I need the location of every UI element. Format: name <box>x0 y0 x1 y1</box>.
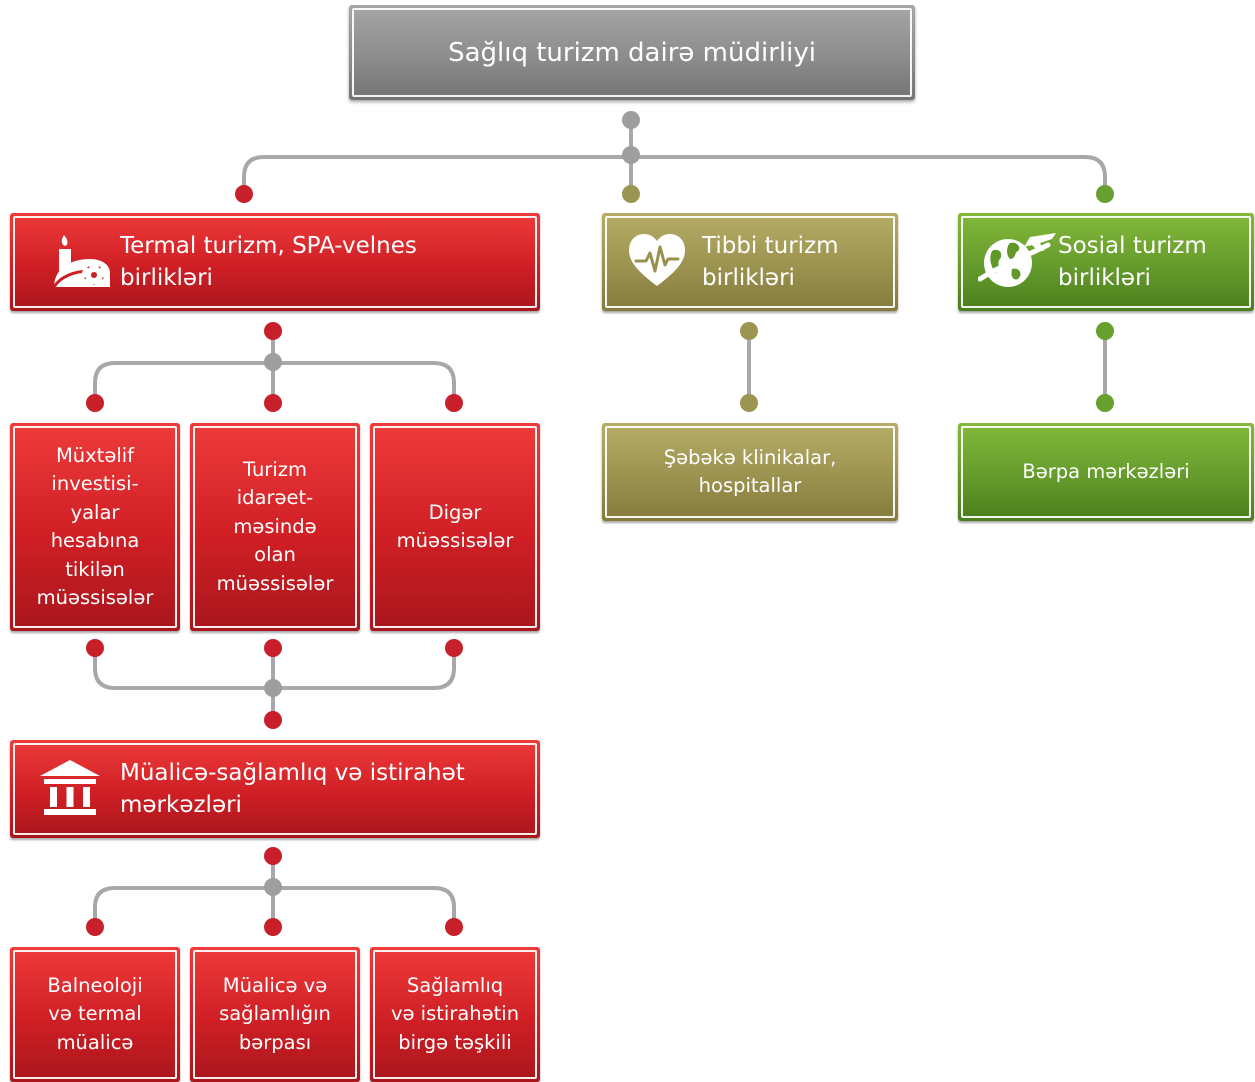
node-dot <box>622 111 640 129</box>
node-dot <box>264 918 282 936</box>
termal-child-label: Müxtəlif investisi- yalar hesabına tikil… <box>36 443 154 610</box>
branch-termal-label: Termal turizm, SPA-velnes birlikləri <box>120 233 417 291</box>
node-dot <box>86 639 104 657</box>
junction-dot <box>264 679 282 697</box>
node-dot <box>445 394 463 412</box>
title-box: Sağlıq turizm dairə müdirliyi <box>349 5 915 100</box>
institution-building-icon <box>40 760 100 815</box>
tibbi-child-label: Şəbəkə klinikalar, hospitallar <box>663 445 837 498</box>
spa-candle-flower-icon <box>52 235 110 288</box>
termal-child-other: Digər müəssisələr <box>370 423 540 631</box>
center-child-balneology: Balneoloji və termal müalicə <box>10 947 180 1082</box>
node-dot <box>264 394 282 412</box>
node-dot <box>445 639 463 657</box>
node-dot <box>1096 322 1114 340</box>
branch-sosial-label: Sosial turizm birlikləri <box>1058 233 1207 291</box>
node-dot <box>622 185 640 203</box>
junction-dot <box>622 146 640 164</box>
node-dot <box>740 322 758 340</box>
junction-dot <box>264 878 282 896</box>
tibbi-child-clinics: Şəbəkə klinikalar, hospitallar <box>602 423 898 521</box>
branch-termal-box: Termal turizm, SPA-velnes birlikləri <box>10 213 540 311</box>
page-title: Sağlıq turizm dairə müdirliyi <box>448 37 816 68</box>
termal-child-tourism-management: Turizm idarəet- məsində olan müəssisələr <box>190 423 360 631</box>
center-child-label: Balneoloji və termal müalicə <box>47 973 143 1054</box>
termal-child-label: Turizm idarəet- məsində olan müəssisələr <box>216 457 334 595</box>
branch-sosial-box: Sosial turizm birlikləri <box>958 213 1254 311</box>
sosial-child-label: Bərpa mərkəzləri <box>1022 459 1190 483</box>
node-dot <box>740 394 758 412</box>
node-dot <box>1096 394 1114 412</box>
branch-tibbi-box: Tibbi turizm birlikləri <box>602 213 898 311</box>
node-dot <box>235 185 253 203</box>
center-child-label: Sağlamlıq və istirahətin birgə təşkili <box>390 973 520 1054</box>
globe-airplane-icon <box>978 233 1056 287</box>
center-child-recovery: Müalicə və sağlamlığın bərpası <box>190 947 360 1082</box>
heart-pulse-icon <box>629 234 685 286</box>
center-child-joint-organization: Sağlamlıq və istirahətin birgə təşkili <box>370 947 540 1082</box>
node-dot <box>264 847 282 865</box>
centers-label: Müalicə-sağlamlıq və istirahət mərkəzlər… <box>120 760 465 818</box>
centers-box: Müalicə-sağlamlıq və istirahət mərkəzlər… <box>10 740 540 838</box>
node-dot <box>86 394 104 412</box>
branch-tibbi-label: Tibbi turizm birlikləri <box>702 233 839 291</box>
node-dot <box>264 711 282 729</box>
node-dot <box>86 918 104 936</box>
junction-dot <box>264 353 282 371</box>
node-dot <box>1096 185 1114 203</box>
sosial-child-rehab: Bərpa mərkəzləri <box>958 423 1254 521</box>
node-dot <box>264 639 282 657</box>
center-child-label: Müalicə və sağlamlığın bərpası <box>219 973 331 1054</box>
termal-child-investments: Müxtəlif investisi- yalar hesabına tikil… <box>10 423 180 631</box>
node-dot <box>264 322 282 340</box>
node-dot <box>445 918 463 936</box>
termal-child-label: Digər müəssisələr <box>396 500 514 553</box>
